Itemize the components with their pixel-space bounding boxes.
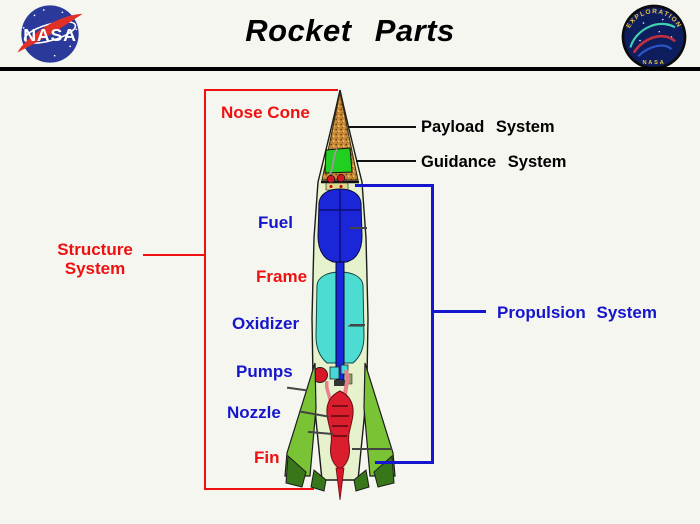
nasa-meatball-logo-icon: NASA: [17, 5, 83, 63]
propulsion-bracket-bottom: [375, 461, 434, 464]
label-oxidizer: Oxidizer: [232, 314, 300, 333]
label-structure-system: Structure System: [28, 240, 162, 278]
payload-callout-line: [348, 126, 416, 128]
label-fuel: Fuel: [258, 213, 293, 232]
structure-bracket-bottom: [204, 488, 314, 490]
fin-callout-tick: [352, 448, 392, 450]
propulsion-connector-line: [434, 310, 486, 313]
label-fin: Fin: [254, 448, 280, 467]
guidance-callout-line: [356, 160, 416, 162]
page-title: Rocket Parts: [245, 13, 455, 48]
propulsion-bracket-vertical: [431, 184, 434, 464]
oxidizer-callout-tick: [350, 324, 365, 326]
propulsion-bracket-top: [355, 184, 434, 187]
label-guidance-system: Guidance System: [421, 153, 567, 171]
label-nose-cone: Nose Cone: [221, 103, 310, 122]
label-nozzle: Nozzle: [227, 403, 281, 422]
rocket-cutaway-illustration: [284, 89, 396, 501]
structure-system-line2: System: [64, 259, 126, 279]
feed-pipe: [335, 261, 345, 381]
guidance-section: [324, 147, 353, 174]
structure-connector-line: [143, 254, 204, 256]
structure-bracket-top: [204, 89, 338, 91]
header-divider: [0, 67, 700, 71]
label-frame: Frame: [256, 267, 308, 286]
label-propulsion-system: Propulsion System: [497, 303, 657, 322]
fuel-callout-tick: [350, 227, 367, 229]
label-payload-system: Payload System: [421, 118, 555, 136]
nasa-logo-text: NASA: [23, 25, 77, 45]
structure-system-line1: Structure: [57, 240, 133, 259]
badge-bottom-text: NASA: [642, 60, 665, 66]
nasa-exploration-badge-icon: EXPLORATION NASA: [621, 4, 687, 70]
structure-bracket-vertical: [204, 89, 206, 490]
label-pumps: Pumps: [236, 362, 293, 381]
